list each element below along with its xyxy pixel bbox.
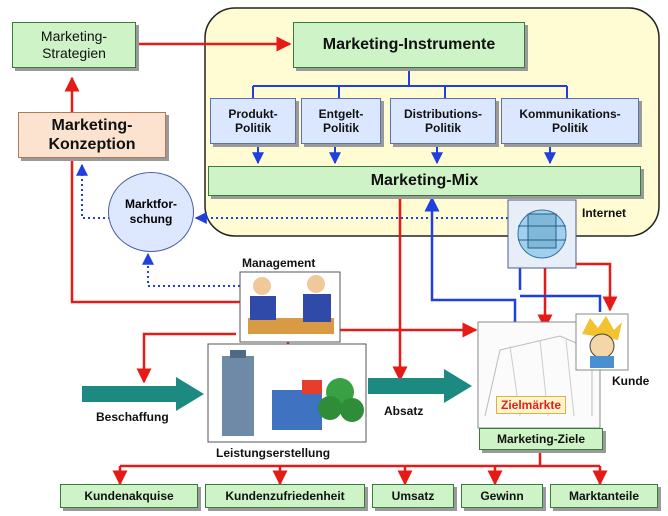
marketing-ziele-box: Marketing-Ziele (479, 428, 603, 450)
entgelt-politik-label: Entgelt- Politik (318, 106, 364, 135)
marketing-konzeption-box: Marketing- Konzeption (18, 112, 166, 158)
marketing-konzeption-label: Marketing- Konzeption (48, 116, 136, 153)
goal-box-gewinn: Gewinn (461, 484, 543, 508)
distributions-politik-label: Distributions- Politik (404, 106, 482, 135)
building-factory-image (207, 343, 367, 443)
marketing-strategien-label: Marketing- Strategien (40, 28, 108, 61)
instrument-tree-lines (252, 70, 568, 165)
kommunikations-politik-box: Kommunikations- Politik (501, 98, 639, 144)
marketing-mix-box: Marketing-Mix (208, 166, 641, 196)
beschaffung-label: Beschaffung (96, 410, 169, 424)
entgelt-politik-box: Entgelt- Politik (301, 98, 381, 144)
goal-label: Gewinn (480, 488, 524, 503)
management-label: Management (242, 256, 316, 270)
internet-label: Internet (582, 206, 627, 220)
marketing-ziele-label: Marketing-Ziele (496, 431, 586, 446)
absatz-label: Absatz (384, 404, 424, 418)
goal-box-kundenzufriedenheit: Kundenzufriedenheit (205, 484, 365, 508)
produkt-politik-box: Produkt- Politik (210, 98, 296, 144)
goal-label: Marktanteile (568, 488, 640, 503)
zielmaerkte-label: Zielmärkte (496, 396, 567, 414)
marketing-instrumente-label: Marketing-Instrumente (322, 36, 496, 54)
management-meeting-image (239, 271, 341, 343)
dotted-research-arrows (76, 163, 508, 287)
marketing-instrumente-box: Marketing-Instrumente (293, 22, 525, 68)
kommunikations-politik-label: Kommunikations- Politik (519, 106, 621, 135)
marketing-strategien-box: Marketing- Strategien (12, 22, 136, 68)
goal-box-umsatz: Umsatz (372, 484, 454, 508)
kunde-label: Kunde (612, 374, 650, 388)
goal-box-kundenakquise: Kundenakquise (60, 484, 198, 508)
goal-label: Umsatz (391, 488, 435, 503)
marktforschung-label: Marktfor- schung (124, 197, 177, 226)
beschaffung-arrow (82, 377, 204, 411)
distributions-politik-box: Distributions- Politik (390, 98, 496, 144)
goal-label: Kundenakquise (84, 488, 174, 503)
produkt-politik-label: Produkt- Politik (228, 106, 278, 135)
marketing-mix-label: Marketing-Mix (370, 172, 479, 190)
internet-globe-image (507, 199, 577, 269)
marktforschung-circle: Marktfor- schung (108, 172, 194, 252)
leistungserstellung-label: Leistungserstellung (216, 446, 331, 460)
goal-label: Kundenzufriedenheit (225, 488, 345, 503)
absatz-arrow (368, 369, 472, 403)
goal-box-marktanteile: Marktanteile (550, 484, 658, 508)
kunde-person-image (575, 313, 629, 371)
